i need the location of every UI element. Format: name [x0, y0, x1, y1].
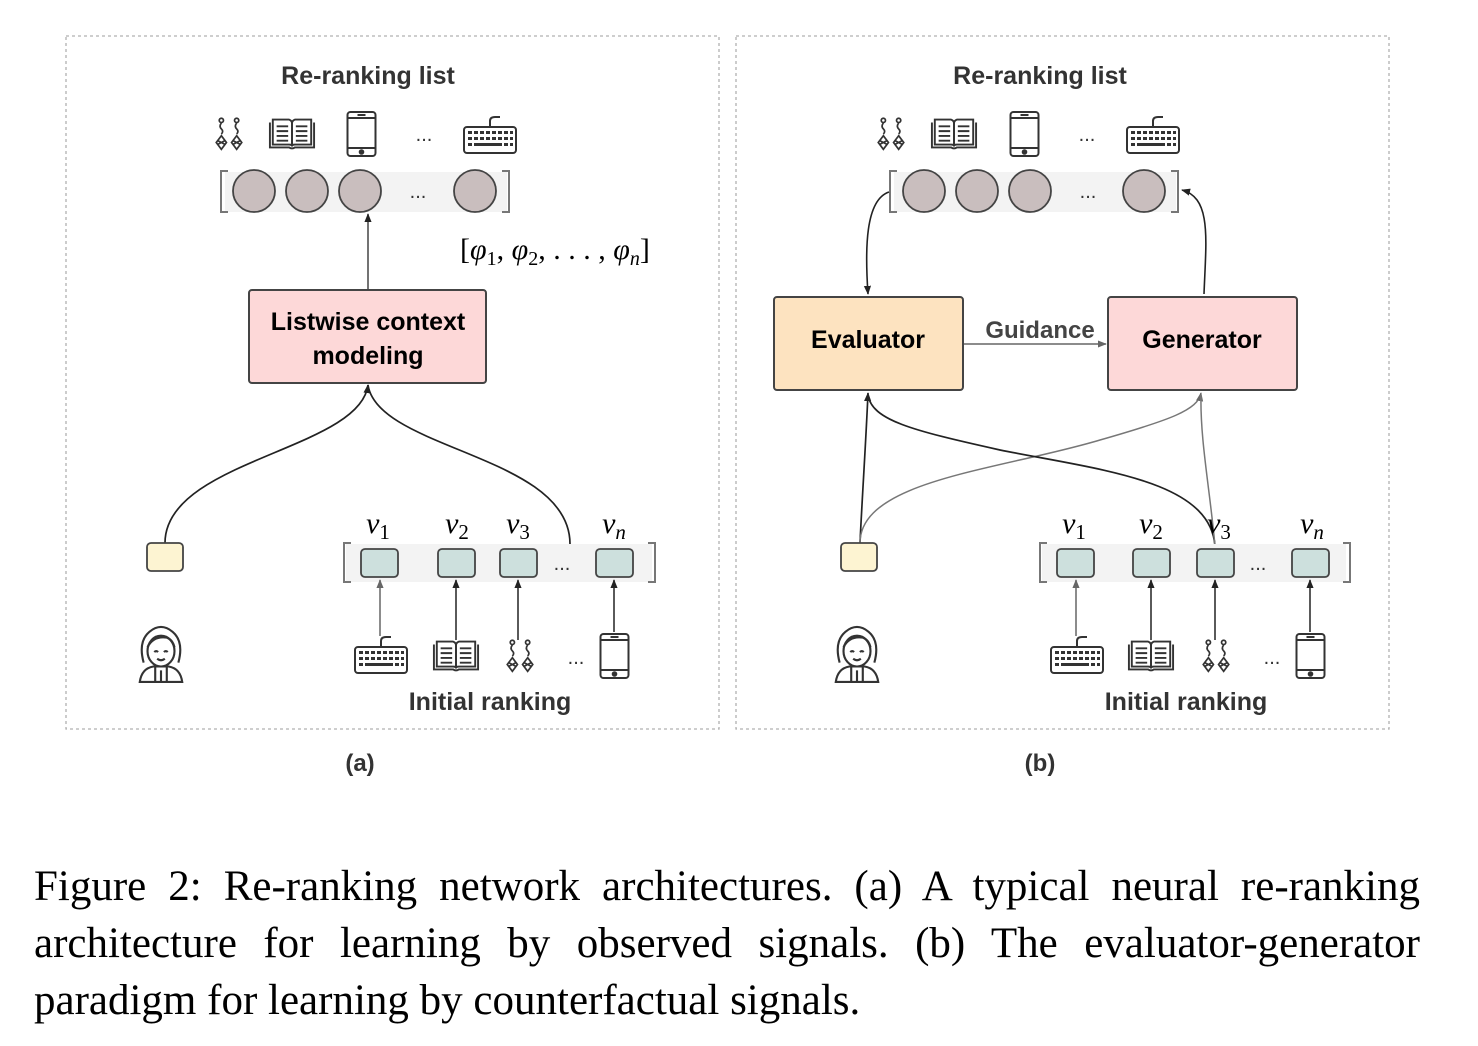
output-score-circle	[902, 169, 946, 213]
panel-b-title: Re-ranking list	[953, 62, 1127, 90]
initial-ranking-label: Initial ranking	[409, 688, 572, 716]
phone-icon	[1009, 110, 1040, 158]
output-score-circle	[285, 169, 329, 213]
output-score-circle	[232, 169, 276, 213]
user-to-model-curve	[164, 384, 371, 544]
earrings-icon	[1202, 639, 1230, 673]
panel-b-frame	[735, 35, 1390, 730]
generator-label: Generator	[1142, 326, 1262, 354]
item-list-bracket-left	[343, 542, 351, 583]
item-embedding-box	[437, 548, 476, 578]
panel-b: Re-ranking list ... ... Evaluator Genera…	[735, 35, 1390, 777]
output-list-bracket-left	[889, 170, 897, 213]
listwise-context-model-box	[248, 289, 487, 384]
panel-a-title: Re-ranking list	[281, 62, 455, 90]
top-icons-ellipsis: ...	[416, 124, 433, 146]
item-embedding-box	[360, 548, 399, 578]
items-to-generator-curve	[1200, 394, 1216, 547]
listwise-context-label-line1: Listwise context	[271, 308, 466, 336]
output-list-bracket-right	[1171, 170, 1179, 213]
item-label-v2: v2	[1139, 507, 1163, 544]
book-icon	[432, 640, 480, 672]
phone-icon	[1295, 632, 1326, 680]
figure-caption: Figure 2: Re-ranking network architectur…	[34, 863, 1420, 1024]
item-label-v1: v1	[1062, 507, 1086, 544]
user-embedding-box	[840, 542, 878, 572]
output-list-bracket-left	[220, 170, 228, 213]
item-list-ellipsis: ...	[554, 553, 571, 575]
book-icon	[268, 118, 316, 150]
phone-icon	[346, 110, 377, 158]
user-to-generator-curve	[859, 392, 1204, 544]
earrings-icon	[877, 117, 905, 151]
guidance-label: Guidance	[985, 317, 1094, 344]
item-label-v1: v1	[366, 507, 390, 544]
user-embedding-box	[146, 542, 184, 572]
user-to-evaluator-arrow	[859, 392, 872, 544]
initial-ranking-label: Initial ranking	[1105, 688, 1268, 716]
generator-box	[1107, 296, 1298, 391]
generator-to-list-arrow	[1181, 188, 1207, 295]
item-label-v3: v3	[1207, 507, 1231, 544]
output-list-ellipsis: ...	[1080, 181, 1097, 203]
item-embedding-box	[1132, 548, 1171, 578]
user-avatar-icon	[138, 625, 184, 683]
keyboard-icon	[1049, 635, 1105, 675]
keyboard-icon	[462, 115, 518, 155]
output-list-bracket-right	[502, 170, 510, 213]
output-score-circle	[955, 169, 999, 213]
panel-a-sublabel: (a)	[345, 750, 374, 777]
bottom-icons-ellipsis: ...	[1264, 647, 1281, 669]
keyboard-icon	[353, 635, 409, 675]
evaluator-label: Evaluator	[811, 326, 925, 354]
item-label-vn: vn	[602, 507, 626, 544]
keyboard-icon	[1125, 115, 1181, 155]
user-avatar-icon	[834, 625, 880, 683]
item-list-ellipsis: ...	[1250, 553, 1267, 575]
items-to-model-curve	[367, 384, 571, 545]
score-vector: [φ1, φ2, . . . , φn]	[460, 233, 650, 270]
earrings-icon	[506, 639, 534, 673]
panel-a-frame	[65, 35, 720, 730]
item-label-v2: v2	[445, 507, 469, 544]
earrings-icon	[215, 117, 243, 151]
item-list-bracket-left	[1039, 542, 1047, 583]
item-label-v3: v3	[506, 507, 530, 544]
output-list-ellipsis: ...	[410, 181, 427, 203]
bottom-icons-ellipsis: ...	[568, 647, 585, 669]
top-icons-ellipsis: ...	[1079, 124, 1096, 146]
item-list-bracket-right	[1343, 542, 1351, 583]
evaluator-box	[773, 296, 964, 391]
items-to-evaluator-curve	[867, 394, 1216, 547]
output-score-circle	[1122, 169, 1166, 213]
item-embedding-box	[1291, 548, 1330, 578]
item-label-vn: vn	[1300, 507, 1324, 544]
panel-a: Re-ranking list ... ... [φ1, φ2, . . . ,…	[65, 35, 720, 777]
list-to-evaluator-arrow	[863, 191, 890, 295]
item-embedding-box	[1056, 548, 1095, 578]
book-icon	[930, 118, 978, 150]
phone-icon	[599, 632, 630, 680]
item-embedding-box	[499, 548, 538, 578]
book-icon	[1127, 640, 1175, 672]
output-score-circle	[1008, 169, 1052, 213]
item-embedding-box	[595, 548, 634, 578]
listwise-context-label-line2: modeling	[312, 342, 423, 370]
output-score-circle	[338, 169, 382, 213]
output-score-circle	[453, 169, 497, 213]
item-embedding-box	[1196, 548, 1235, 578]
item-list-bracket-right	[648, 542, 656, 583]
panel-b-sublabel: (b)	[1025, 750, 1056, 777]
